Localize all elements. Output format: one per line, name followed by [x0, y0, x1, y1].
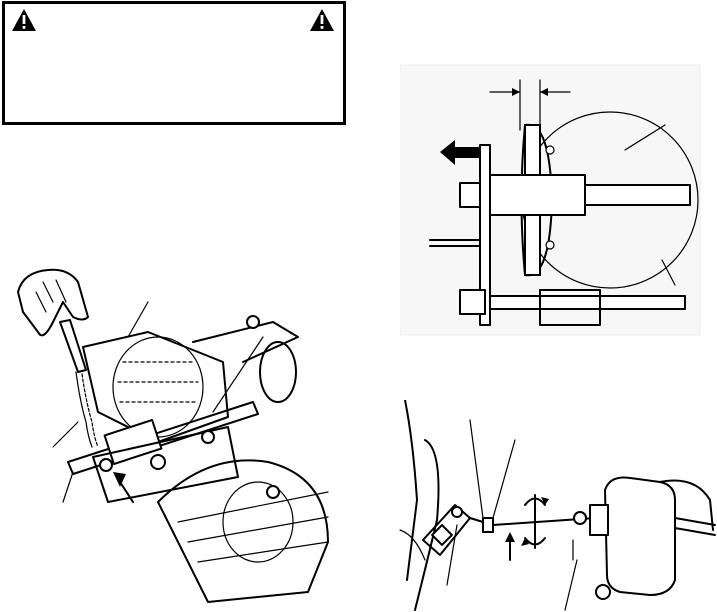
belt-assembly-diagram — [17, 268, 329, 603]
cable-adjustment-diagram — [399, 400, 716, 611]
pulley-diagram — [400, 64, 701, 336]
warning-box — [2, 1, 346, 125]
warning-triangle-icon — [12, 9, 36, 31]
warning-triangle-icon — [310, 9, 334, 31]
